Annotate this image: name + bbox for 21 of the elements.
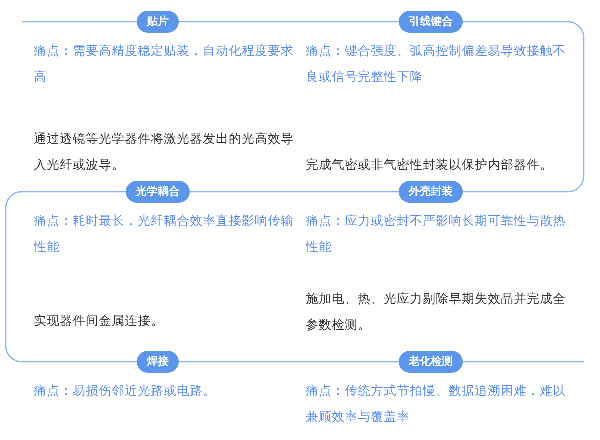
pain-point-text: 痛点：耗时最长，光纤耦合效率直接影响传输性能 — [34, 212, 295, 256]
step-description: 通过透镜等光学器件将激光器发出的光高效导入光纤或波导。 — [34, 130, 295, 174]
connector-line — [5, 191, 137, 363]
step-pill: 引线键合 — [399, 11, 463, 33]
pain-point-text: 痛点：键合强度、弧高控制偏差易导致接触不良或信号完整性下降 — [306, 42, 567, 86]
step-pill: 老化检测 — [399, 351, 463, 373]
connector-line — [179, 21, 399, 23]
step-pill: 贴片 — [137, 11, 179, 33]
step-pill: 光学耦合 — [126, 181, 190, 203]
step-pill: 焊接 — [137, 351, 179, 373]
step-description: 完成气密或非气密性封装以保护内部器件。 — [306, 156, 554, 174]
pain-point-text: 痛点：传统方式节拍慢、数据追溯困难，难以兼顾效率与覆盖率 — [306, 382, 567, 426]
pain-point-text: 痛点：应力或密封不严影响长期可靠性与散热性能 — [306, 212, 567, 256]
step-description: 实现器件间金属连接。 — [34, 312, 165, 330]
pain-point-text: 痛点：易损伤邻近光路或电路。 — [34, 382, 217, 400]
connector-line — [190, 191, 399, 193]
connector-line — [179, 361, 399, 363]
pain-point-text: 痛点：需要高精度稳定贴装，自动化程度要求高 — [34, 42, 295, 86]
step-description: 施加电、热、光应力剔除早期失效品并完成全参数检测。 — [306, 290, 567, 334]
step-pill: 外壳封装 — [399, 181, 463, 203]
connector-line — [463, 21, 585, 193]
